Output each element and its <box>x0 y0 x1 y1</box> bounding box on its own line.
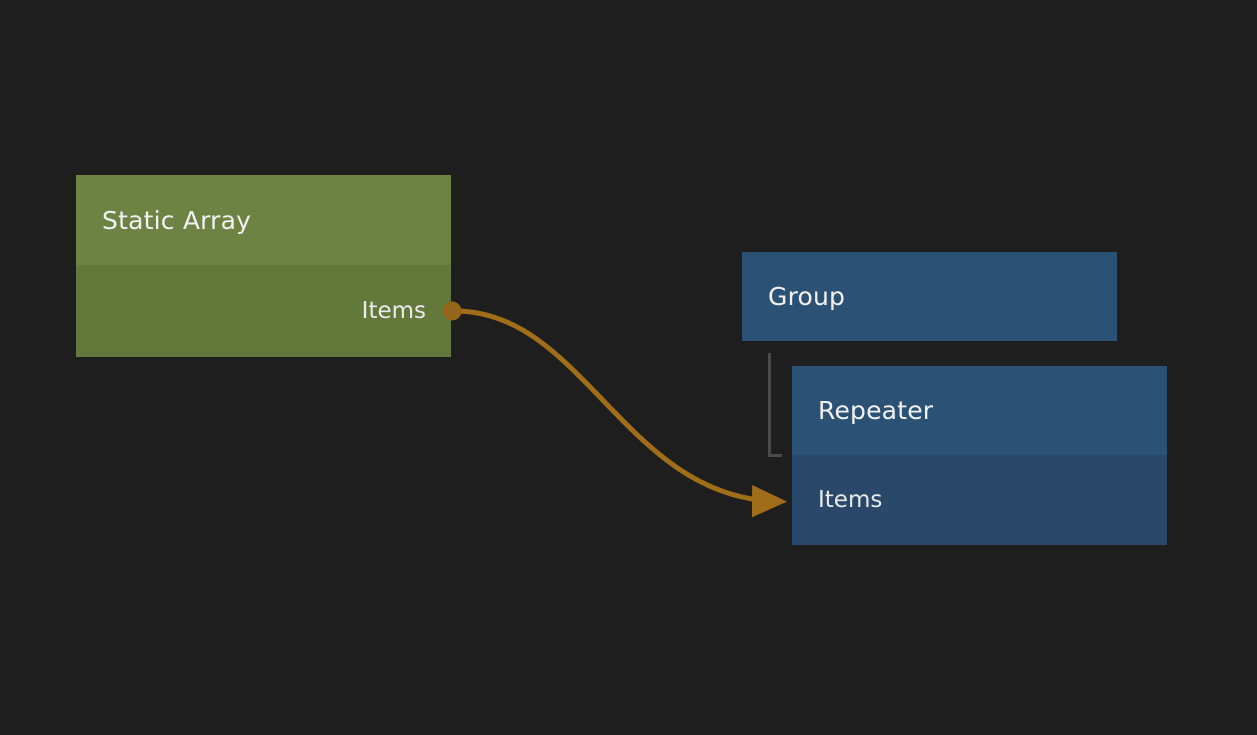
node-repeater-header[interactable]: Repeater <box>792 366 1167 455</box>
node-repeater-port-items-label: Items <box>818 487 883 513</box>
static-array-items-to-repeater-items-curve[interactable] <box>452 308 787 518</box>
node-static-array-title: Static Array <box>102 205 252 235</box>
node-group-title: Group <box>768 282 846 311</box>
node-static-array-body[interactable]: Items <box>76 265 451 357</box>
node-repeater[interactable]: Repeater Items <box>792 366 1167 545</box>
node-repeater-title: Repeater <box>818 396 934 425</box>
node-static-array-header[interactable]: Static Array <box>76 175 451 265</box>
node-static-array[interactable]: Static Array Items <box>76 175 451 357</box>
node-group-header[interactable]: Group <box>742 252 1117 341</box>
node-repeater-body[interactable]: Items <box>792 455 1167 545</box>
group-to-repeater-elbow <box>768 353 782 457</box>
node-static-array-port-items-label: Items <box>361 298 426 324</box>
node-group[interactable]: Group <box>742 252 1117 341</box>
